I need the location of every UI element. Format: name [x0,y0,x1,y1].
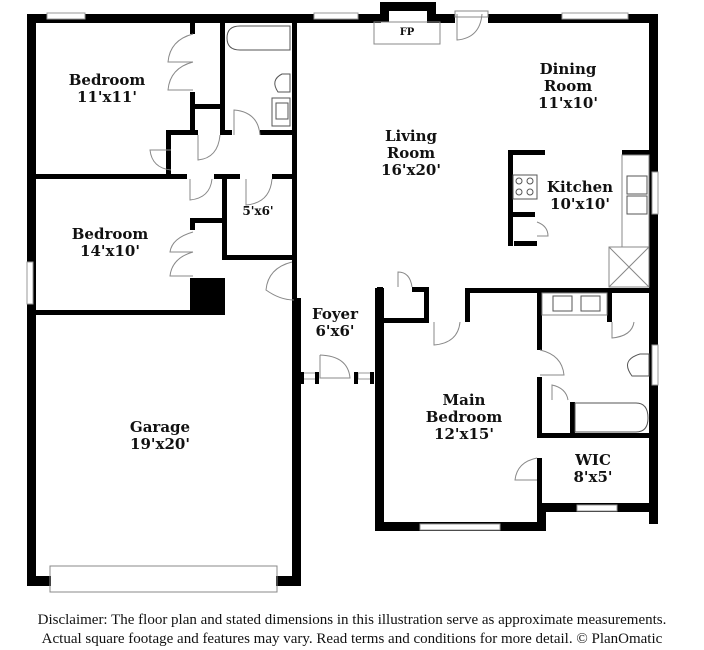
room-label-bedroom-2: Bedroom 14'x10' [72,226,149,260]
fireplace [373,21,441,45]
room-name-line2: Room [386,144,436,162]
room-name: Foyer [312,305,358,323]
fireplace-text: FP [399,27,415,38]
room-label-kitchen: Kitchen 10'x10' [547,179,613,213]
room-name-line2: Room [543,77,593,95]
room-name: Garage [129,418,191,436]
room-label-foyer: Foyer 6'x6' [312,306,358,340]
room-name-line1: Dining [539,60,597,78]
doors [149,10,635,481]
interior-walls [27,14,657,508]
room-label-dining-room: Dining Room 11'x10' [538,61,598,112]
room-dims: 16'x20' [381,161,441,179]
room-label-living-room: Living Room 16'x20' [381,128,441,179]
room-dims: 12'x15' [434,425,494,443]
room-name-line1: Living [384,127,438,145]
disclaimer-line-1: Disclaimer: The floor plan and stated di… [37,612,667,628]
room-label-main-bedroom: Main Bedroom 12'x15' [426,392,503,443]
room-dims: 10'x10' [550,195,610,213]
room-name-line2: Bedroom [425,408,503,426]
room-dims: 6'x6' [315,322,355,340]
room-label-wic: WIC 8'x5' [573,452,612,486]
room-dims: 19'x20' [130,435,190,453]
room-label-hall-closet: 5'x6' [242,204,273,218]
room-label-bedroom-1: Bedroom 11'x11' [69,72,146,106]
room-name: Kitchen [546,178,614,196]
room-dims: 11'x10' [538,94,598,112]
room-dims: 11'x11' [77,88,137,106]
room-name: WIC [575,451,611,469]
room-label-garage: Garage 19'x20' [130,419,190,453]
room-dims: 14'x10' [80,242,140,260]
room-name: Bedroom [68,71,146,89]
windows [26,12,659,531]
room-dims: 5'x6' [242,204,274,218]
disclaimer-line-2: Actual square footage and features may v… [41,631,663,647]
room-name-line1: Main [442,391,486,409]
room-dims: 8'x5' [573,468,613,486]
fixtures [49,21,650,593]
room-name: Bedroom [71,225,149,243]
fireplace-label: FP [400,27,415,39]
disclaimer: Disclaimer: The floor plan and stated di… [0,611,704,649]
